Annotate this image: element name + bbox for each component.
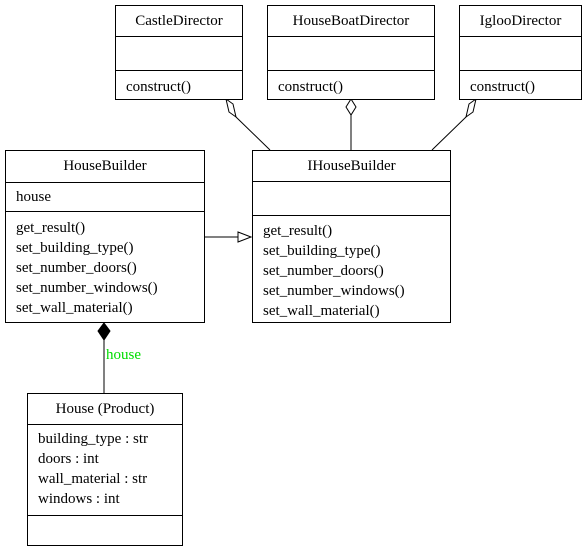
attributes-compartment: house [6,183,204,212]
method-row: set_wall_material() [263,303,380,319]
class-name: HouseBoatDirector [268,6,434,37]
method-row: set_number_windows() [16,280,158,296]
attribute-row: windows : int [38,491,120,507]
class-name: House (Product) [28,394,182,425]
method-row: get_result() [16,220,86,236]
class-ihouse-builder: IHouseBuilder get_result() set_building_… [252,150,451,323]
method-row: construct() [278,79,343,95]
methods-compartment: construct() [460,71,581,97]
houseboat-aggregation-diamond [345,98,357,116]
methods-compartment: get_result() set_building_type() set_num… [253,216,450,321]
methods-compartment: construct() [116,71,242,97]
attribute-row: wall_material : str [38,471,148,487]
method-row: set_number_doors() [263,263,384,279]
class-house-builder: HouseBuilder house get_result() set_buil… [5,150,205,323]
composition-diamond [97,322,111,341]
class-castle-director: CastleDirector construct() [115,5,243,100]
class-name: HouseBuilder [6,151,204,183]
method-row: construct() [126,79,191,95]
method-row: set_number_doors() [16,260,137,276]
attributes-compartment [268,37,434,71]
class-name: IHouseBuilder [253,151,450,182]
method-row: set_number_windows() [263,283,405,299]
methods-compartment: construct() [268,71,434,97]
class-house-product: House (Product) building_type : str door… [27,393,183,546]
method-row: construct() [470,79,535,95]
methods-compartment: get_result() set_building_type() set_num… [6,212,204,318]
attributes-compartment: building_type : str doors : int wall_mat… [28,425,182,516]
method-row: set_wall_material() [16,300,133,316]
attribute-row: doors : int [38,451,99,467]
class-name: IglooDirector [460,6,581,37]
composition-label: house [106,347,141,363]
attributes-compartment [116,37,242,71]
attributes-compartment [253,182,450,216]
igloo-aggregation-diamond [465,97,477,119]
castle-aggregation-diamond [225,97,237,119]
realization-arrowhead [237,231,253,243]
class-name: CastleDirector [116,6,242,37]
method-row: set_building_type() [16,240,134,256]
castle-aggregation-line [235,116,271,151]
class-igloo-director: IglooDirector construct() [459,5,582,100]
attributes-compartment [460,37,581,71]
attribute-row: house [16,189,51,205]
method-row: get_result() [263,223,333,239]
attribute-row: building_type : str [38,431,148,447]
class-houseboat-director: HouseBoatDirector construct() [267,5,435,100]
method-row: set_building_type() [263,243,381,259]
igloo-aggregation-line [431,116,467,151]
